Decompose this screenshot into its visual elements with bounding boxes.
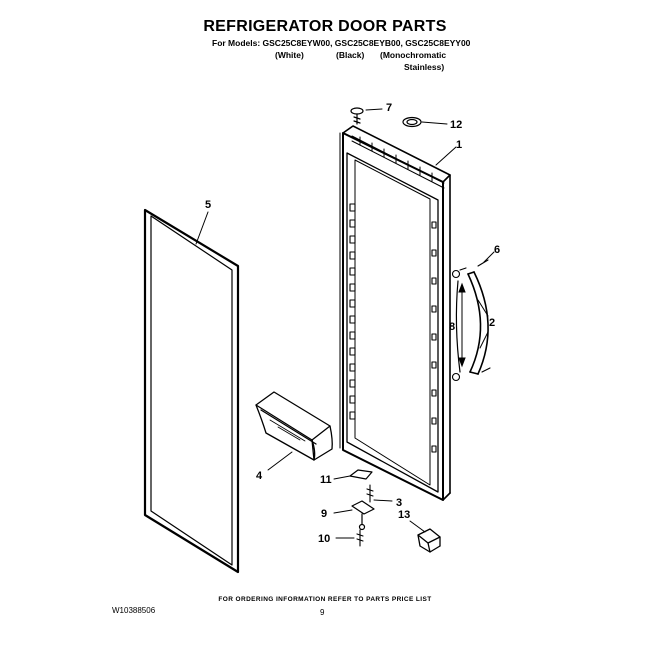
leader-7 [365,108,383,111]
callout-7: 7 [386,102,392,114]
document-number: W10388506 [112,606,156,615]
door-bin [255,391,333,461]
variant-monochromatic: (Monochromatic [380,50,447,60]
callout-4: 4 [256,470,263,482]
hinge-screw [366,484,374,503]
hinge-bracket [417,528,441,553]
door-gasket [143,208,240,574]
top-screw [350,107,364,125]
leader-5 [195,211,209,245]
hole-plug [402,116,422,128]
callout-5: 5 [205,199,211,211]
leader-3 [373,499,393,502]
leader-13 [409,520,426,533]
variant-white: (White) [275,50,304,60]
callout-1: 1 [456,139,462,151]
variant-black: (Black) [336,50,365,60]
door-assembly [339,125,451,501]
leader-12 [421,121,448,125]
callout-6: 6 [494,244,500,256]
page-number: 9 [320,608,325,617]
callout-8: 8 [449,321,455,333]
leader-1 [435,146,457,166]
leader-11 [333,475,351,480]
callout-2: 2 [489,317,495,329]
handle-screws [451,259,491,382]
callout-12: 12 [450,119,462,131]
door-handle [455,271,489,375]
callout-9: 9 [321,508,327,520]
models-line: For Models: GSC25C8EYW00, GSC25C8EYB00, … [212,38,471,48]
leader-2a [477,299,489,317]
ordering-note: FOR ORDERING INFORMATION REFER TO PARTS … [218,596,432,603]
variant-stainless: Stainless) [404,62,445,72]
callout-13: 13 [398,509,410,521]
dimension-arrow-8 [458,282,466,368]
hinge-bushing [349,469,373,480]
callout-11: 11 [320,474,332,486]
page-title: REFRIGERATOR DOOR PARTS [203,18,447,35]
leader-6 [483,251,495,263]
callout-10: 10 [318,533,330,545]
leader-2b [479,331,489,349]
leader-9 [333,509,353,514]
callout-3: 3 [396,497,402,509]
leader-4 [267,451,293,471]
bottom-hinge [351,500,375,531]
hinge-pin-screw [356,529,364,547]
